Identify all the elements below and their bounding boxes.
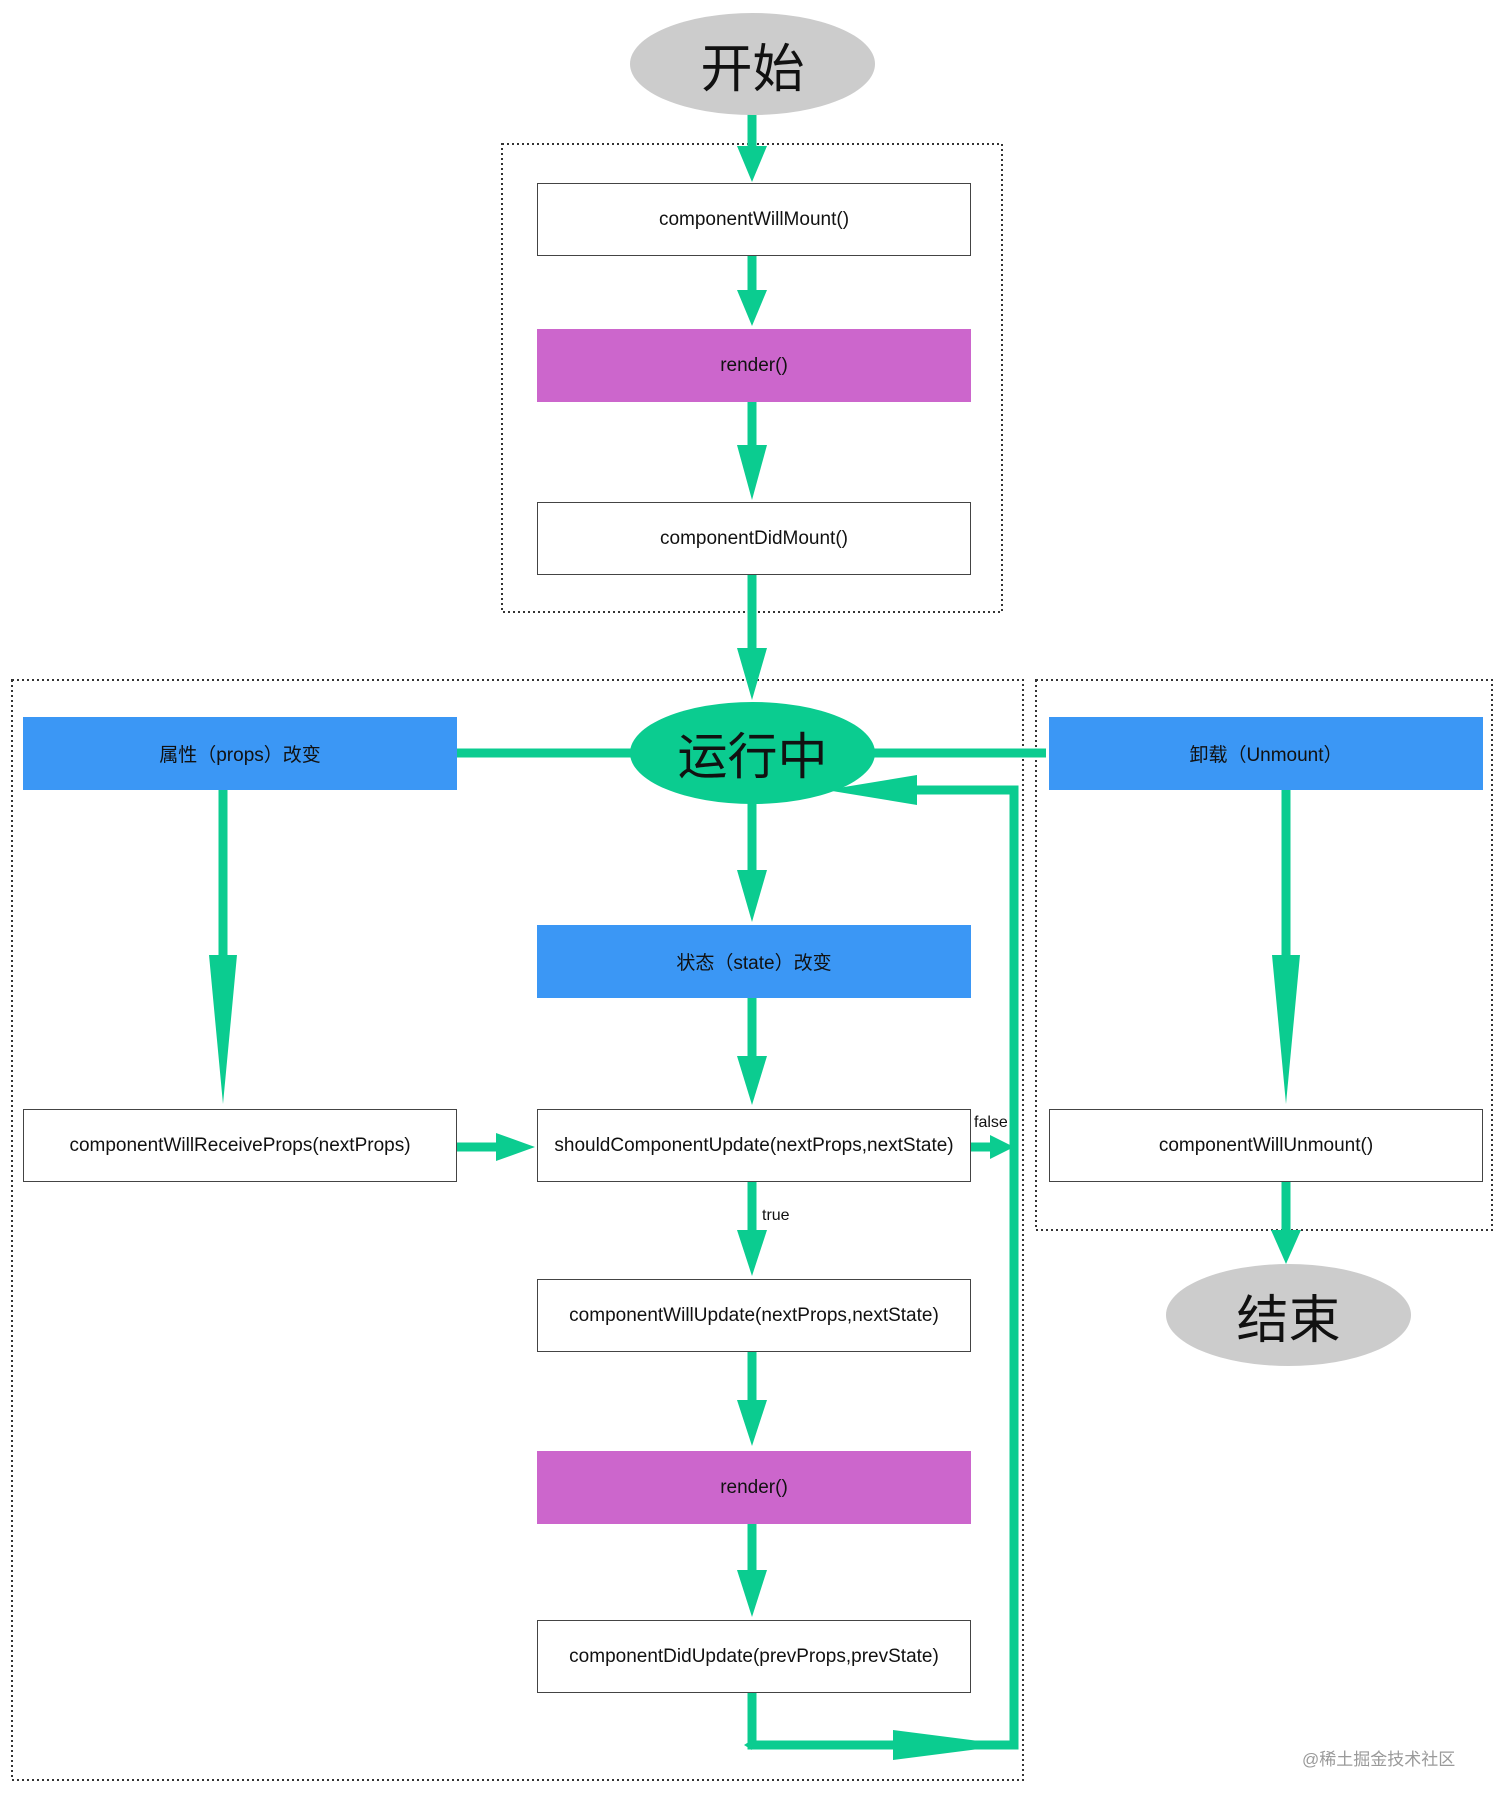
arrowhead: [826, 775, 917, 805]
arrowhead: [496, 1133, 535, 1161]
render-update-node: render(): [537, 1451, 971, 1524]
should-update-node: shouldComponentUpdate(nextProps,nextStat…: [537, 1109, 971, 1182]
arrowhead: [990, 1135, 1014, 1159]
unmount-node: 卸载（Unmount）: [1049, 717, 1483, 790]
arrowhead: [1271, 1230, 1301, 1264]
will-receive-props-node: componentWillReceiveProps(nextProps): [23, 1109, 457, 1182]
will-mount-node: componentWillMount(): [537, 183, 971, 256]
did-mount-node: componentDidMount(): [537, 502, 971, 575]
arrowhead: [744, 1740, 752, 1750]
arrowhead: [737, 445, 767, 500]
arrowhead: [737, 1230, 767, 1276]
update-phase-frame: [11, 679, 1024, 1781]
will-update-node: componentWillUpdate(nextProps,nextState): [537, 1279, 971, 1352]
arrowhead: [209, 955, 237, 1104]
arrowhead: [737, 146, 767, 182]
did-update-node: componentDidUpdate(prevProps,prevState): [537, 1620, 971, 1693]
arrowhead: [737, 1570, 767, 1617]
arrowheads: [209, 146, 1301, 1760]
arrowhead: [1272, 955, 1300, 1104]
watermark: @稀土掘金技术社区: [1302, 1750, 1456, 1769]
end-node: 结束: [1166, 1264, 1411, 1366]
arrowhead: [737, 870, 767, 922]
unmount-phase-frame: [1035, 679, 1493, 1231]
connector-lines: [218, 112, 1291, 1750]
state-change-node: 状态（state）改变: [537, 925, 971, 998]
arrowhead: [737, 1056, 767, 1105]
arrowhead: [893, 1730, 1010, 1760]
render-mount-node: render(): [537, 329, 971, 402]
false-label: false: [974, 1114, 1008, 1131]
arrowhead: [737, 1400, 767, 1446]
arrowhead: [737, 290, 767, 326]
props-change-node: 属性（props）改变: [23, 717, 457, 790]
arrowhead: [737, 648, 767, 700]
start-node: 开始: [630, 13, 875, 115]
will-unmount-node: componentWillUnmount(): [1049, 1109, 1483, 1182]
running-node: 运行中: [630, 702, 875, 804]
true-label: true: [762, 1207, 790, 1224]
